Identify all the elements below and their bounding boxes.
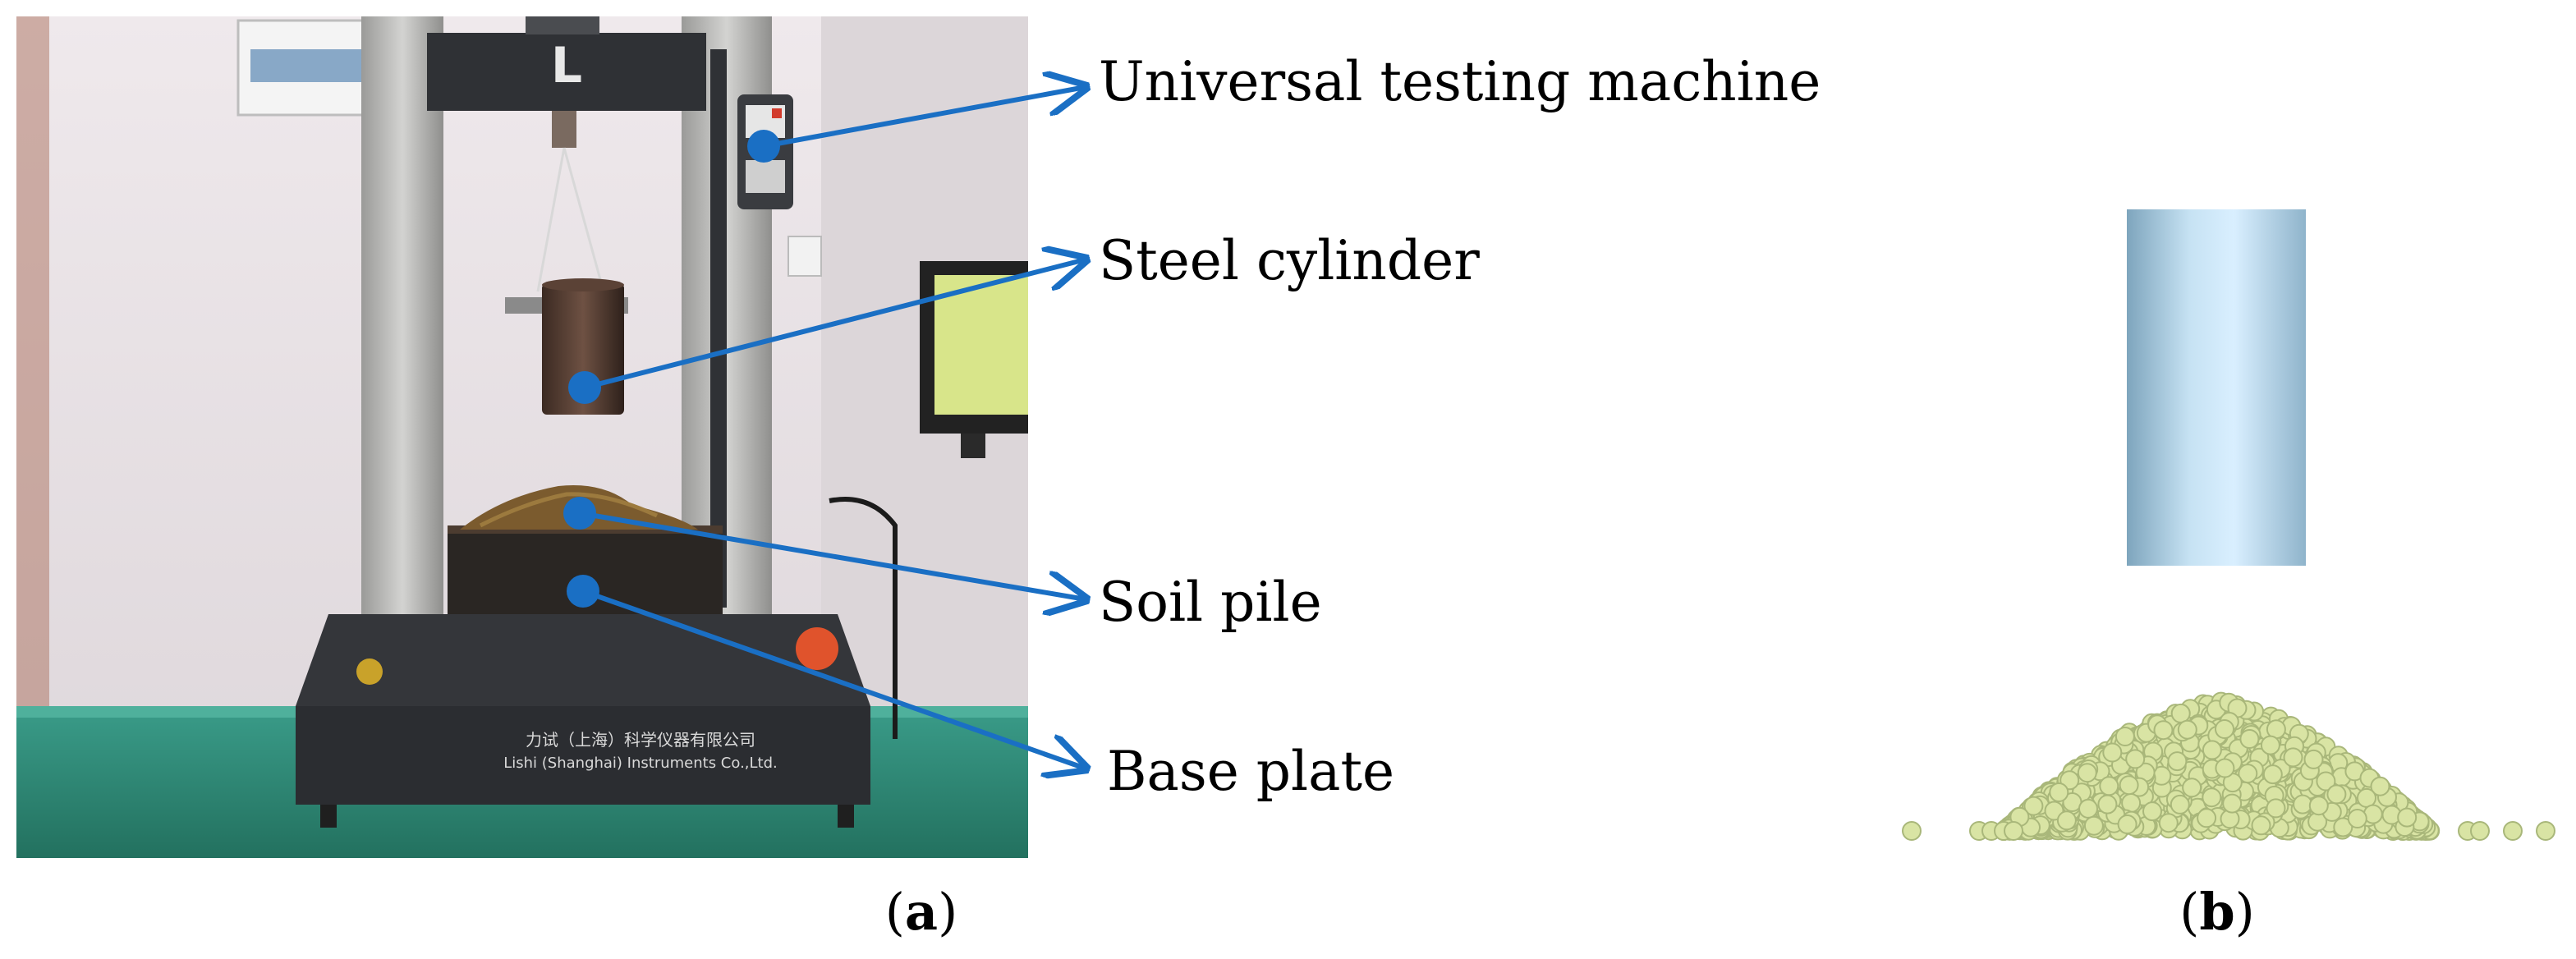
emergency-stop-button: [796, 627, 838, 670]
simulation-panel-b: [1902, 209, 2555, 841]
photo-panel-a: L: [16, 16, 1028, 858]
machine-crosshead: [427, 33, 706, 111]
arrow-base-plate: [567, 575, 1086, 769]
callout-arrows: [563, 87, 1086, 769]
particle-pile: [1902, 691, 2555, 841]
company-name-cn: 力试（上海）科学仪器有限公司: [526, 730, 755, 750]
arrow-universal-testing-machine: [747, 87, 1086, 163]
load-cell-hook: [552, 111, 576, 148]
machine-base: 力试（上海）科学仪器有限公司 Lishi (Shanghai) Instrume…: [296, 614, 870, 828]
key-switch: [356, 658, 383, 685]
computer-monitor: [920, 261, 1028, 458]
panel-label-b: (b): [2179, 882, 2255, 942]
label-soil-pile: Soil pile: [1099, 571, 1322, 634]
company-name-en: Lishi (Shanghai) Instruments Co.,Ltd.: [503, 755, 778, 772]
suspension-wire: [536, 147, 605, 292]
label-steel-cylinder: Steel cylinder: [1099, 229, 1480, 292]
wall-socket: [787, 236, 822, 277]
panel-label-a: (a): [885, 882, 958, 942]
label-universal-testing-machine: Universal testing machine: [1099, 50, 1821, 113]
machine-left-column: [361, 16, 443, 624]
arrow-steel-cylinder: [568, 259, 1086, 404]
arrow-soil-pile: [563, 497, 1086, 599]
label-base-plate: Base plate: [1107, 740, 1394, 803]
simulated-cylinder: [2127, 209, 2306, 566]
machine-logo: L: [551, 37, 582, 94]
